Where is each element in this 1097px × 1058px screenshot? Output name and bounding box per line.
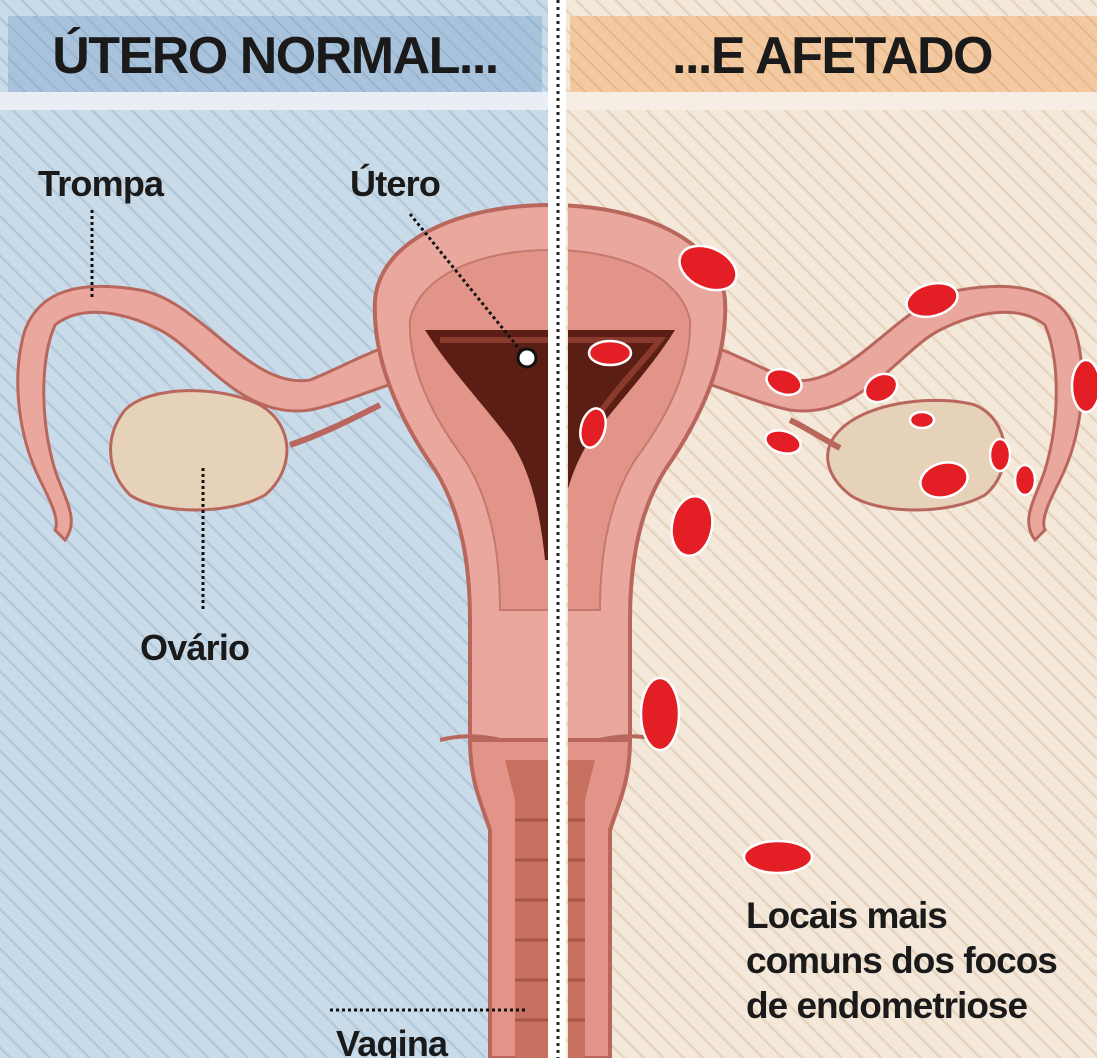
- left-header-divider: [0, 92, 548, 110]
- lesion-marker: [641, 678, 679, 750]
- right-header-divider: [566, 92, 1097, 110]
- lesion-marker: [589, 341, 631, 365]
- label-ovario: Ovário: [140, 627, 249, 668]
- label-utero: Útero: [350, 162, 440, 204]
- legend-line-3: de endometriose: [746, 985, 1027, 1026]
- label-vagina: Vagina: [336, 1023, 449, 1058]
- lesion-marker: [990, 439, 1010, 471]
- lesion-marker: [1072, 360, 1097, 412]
- legend-line-2: comuns dos focos: [746, 940, 1057, 981]
- label-trompa: Trompa: [38, 163, 165, 204]
- header-affected: ...E AFETADO: [672, 27, 992, 85]
- legend-line-1: Locais mais: [746, 895, 947, 936]
- red-oval-icon: [744, 841, 812, 873]
- lesion-marker: [1015, 465, 1035, 495]
- lesion-marker: [910, 412, 934, 428]
- header-normal: ÚTERO NORMAL...: [52, 27, 497, 85]
- utero-marker-dot: [518, 349, 536, 367]
